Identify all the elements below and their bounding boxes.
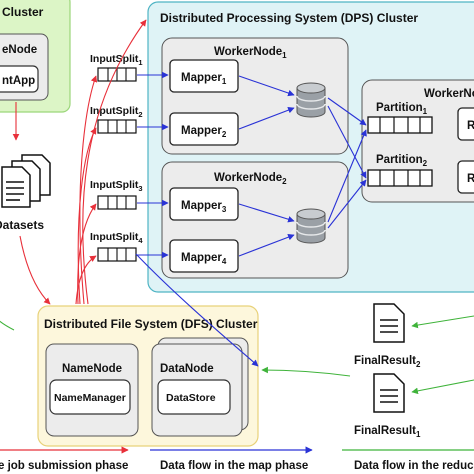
partition-1-label: Partition (376, 102, 423, 114)
svg-text:WorkerNode2: WorkerNode2 (214, 172, 287, 186)
mapper-2: Mapper2 (169, 112, 239, 146)
worker-1-sub: 1 (282, 51, 287, 60)
mapper-4: Mapper4 (169, 239, 239, 273)
mapper-2-label: Mapper (181, 125, 222, 137)
final-result-1-sub: 1 (416, 430, 421, 439)
reducer-1: R (457, 107, 474, 141)
final-result-1-label: FinalResult (354, 425, 416, 437)
partition-2-queue (367, 169, 433, 187)
partition-2-label: Partition (376, 154, 423, 166)
dps-title: Distributed Processing System (DPS) Clus… (160, 11, 418, 25)
mapper-1: Mapper1 (169, 59, 239, 93)
mapper-4-sub: 4 (222, 257, 227, 266)
svg-text:Partition1: Partition1 (376, 102, 428, 116)
datasets-label: Datasets (0, 218, 44, 232)
reducer-1-label: R (467, 120, 474, 132)
input-split-2-sub: 2 (138, 110, 142, 119)
svg-text:Mapper2: Mapper2 (181, 125, 227, 139)
database-icon (296, 208, 326, 244)
job-submission-arrows (12, 19, 147, 305)
namenode-label: NameNode (62, 363, 122, 375)
svg-text:Partition2: Partition2 (376, 154, 428, 168)
final-result-2-label: FinalResult (354, 355, 416, 367)
svg-text:FinalResult1: FinalResult1 (354, 425, 421, 439)
legend: e job submission phase Data flow in the … (0, 446, 474, 472)
worker-2-sub: 2 (282, 177, 287, 186)
database-icon (296, 82, 326, 118)
mapper-3-label: Mapper (181, 200, 222, 212)
datanode-label: DataNode (160, 363, 214, 375)
map-phase-arrows (135, 71, 367, 367)
partition-1-queue (367, 116, 433, 134)
datastore-label: DataStore (166, 392, 216, 404)
final-result-1-icon (373, 373, 405, 413)
legend-job-submission-label: e job submission phase (0, 460, 128, 472)
input-split-2-label: InputSplit (90, 105, 139, 117)
client-app-label: ntApp (2, 75, 35, 87)
svg-text:Mapper3: Mapper3 (181, 200, 227, 214)
worker-3-label: WorkerNod (424, 88, 474, 100)
input-split-4-sub: 4 (138, 236, 143, 245)
partition-1-sub: 1 (423, 107, 428, 116)
input-split-3-sub: 3 (138, 184, 142, 193)
input-split-1-sub: 1 (138, 58, 142, 67)
worker-1-label: WorkerNode (214, 46, 282, 58)
reducer-2: R (457, 160, 474, 194)
mapper-2-sub: 2 (222, 130, 227, 139)
input-split-3: InputSplit3 (90, 179, 143, 210)
svg-text:WorkerNode1: WorkerNode1 (214, 46, 287, 60)
final-result-2-sub: 2 (416, 360, 421, 369)
input-split-4: InputSplit4 (90, 231, 143, 262)
svg-text:Mapper4: Mapper4 (181, 252, 227, 266)
legend-reduce-phase-label: Data flow in the reduc (354, 460, 474, 472)
reduce-phase-arrows (0, 315, 474, 395)
legend-map-phase-label: Data flow in the map phase (160, 460, 308, 472)
input-split-2: InputSplit2 (90, 105, 143, 134)
client-cluster-title: Cluster (2, 5, 44, 19)
svg-text:InputSplit2: InputSplit2 (90, 105, 143, 119)
client-node-label: eNode (2, 44, 37, 56)
svg-text:InputSplit3: InputSplit3 (90, 179, 143, 193)
datasets-icon (1, 154, 51, 208)
mapper-3-sub: 3 (222, 205, 227, 214)
svg-text:FinalResult2: FinalResult2 (354, 355, 421, 369)
mapper-3: Mapper3 (169, 187, 239, 221)
mapper-1-sub: 1 (222, 77, 227, 86)
svg-text:InputSplit1: InputSplit1 (90, 53, 143, 67)
input-split-4-label: InputSplit (90, 231, 139, 243)
svg-text:InputSplit4: InputSplit4 (90, 231, 143, 245)
mapper-4-label: Mapper (181, 252, 222, 264)
dfs-cluster: Distributed File System (DFS) Cluster Na… (37, 305, 259, 447)
svg-text:Mapper1: Mapper1 (181, 72, 227, 86)
input-split-1-label: InputSplit (90, 53, 139, 65)
namemanager-label: NameManager (54, 392, 126, 404)
final-result-2-icon (373, 303, 405, 343)
mapper-1-label: Mapper (181, 72, 222, 84)
partition-2-sub: 2 (423, 159, 428, 168)
worker-2-label: WorkerNode (214, 172, 282, 184)
reducer-2-label: R (467, 173, 474, 185)
input-split-1: InputSplit1 (90, 53, 143, 82)
client-cluster: Cluster eNode ntApp (0, 0, 71, 113)
input-split-3-label: InputSplit (90, 179, 139, 191)
dfs-title: Distributed File System (DFS) Cluster (44, 317, 258, 331)
